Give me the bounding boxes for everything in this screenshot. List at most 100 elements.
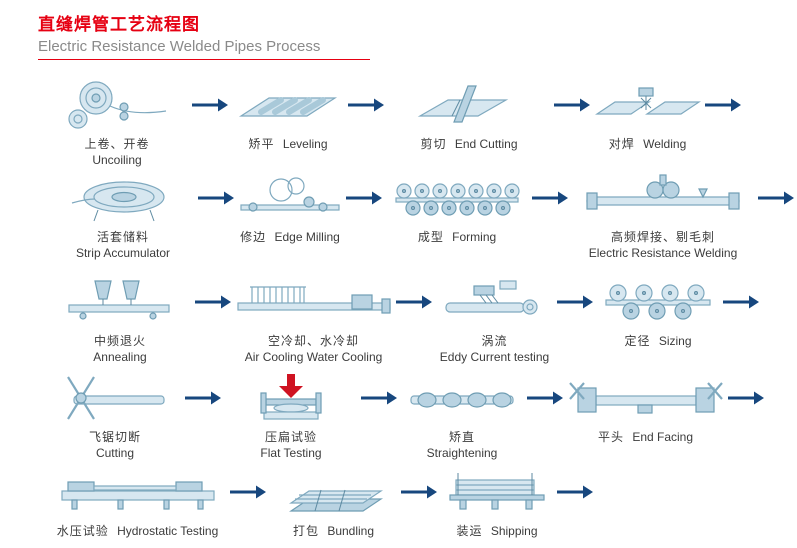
step-label: 矫直 Straightening: [427, 430, 498, 461]
step-end-cutting: 剪切 End Cutting: [384, 75, 554, 153]
step-annealing: 中频退火 Annealing: [45, 272, 195, 365]
flow-arrow-icon: [198, 191, 234, 210]
step-label-en: Shipping: [490, 524, 538, 538]
step-label-en: Flat Testing: [260, 445, 322, 460]
step-label-zh: 矫直: [448, 430, 475, 444]
eddy-current-testing-illustration: [440, 272, 550, 332]
forming-illustration: [392, 168, 522, 228]
flow-arrow-icon: [185, 391, 221, 410]
flat-testing-illustration: [236, 368, 346, 428]
flow-arrow-icon: [705, 98, 741, 117]
flow-row-2: 活套储料 Strip Accumulator 修边 Edge Mill: [48, 168, 794, 261]
flow-arrow-icon: [527, 391, 563, 410]
page-title: 直缝焊管工艺流程图: [38, 15, 200, 34]
flow-row-3: 中频退火 Annealing: [45, 272, 759, 365]
step-label-zh: 压扁试验: [264, 430, 317, 444]
page-subtitle: Electric Resistance Welded Pipes Process: [38, 38, 321, 55]
step-cutting: 飞锯切断 Cutting: [45, 368, 185, 461]
step-label-zh: 平头: [597, 430, 624, 444]
flow-row-5: 水压试验 Hydrostatic Testing 打包 Bundlin: [45, 462, 593, 540]
step-label-en: Edge Milling: [274, 230, 340, 244]
step-label: 涡流 Eddy Current testing: [440, 334, 549, 365]
shipping-illustration: [442, 462, 552, 522]
step-hydrostatic-testing: 水压试验 Hydrostatic Testing: [45, 462, 230, 540]
strip-accumulator-illustration: [68, 168, 178, 228]
step-cooling: 空冷却、水冷却 Air Cooling Water Cooling: [231, 272, 396, 365]
step-label-zh: 涡流: [481, 334, 508, 348]
step-label: 平头 End Facing: [598, 430, 693, 446]
air-water-cooling-illustration: [234, 272, 394, 332]
step-label-zh: 飞锯切断: [88, 430, 141, 444]
step-uncoiling: 上卷、开卷 Uncoiling: [42, 75, 192, 168]
step-label: 打包 Bundling: [293, 524, 374, 540]
step-label-en: Hydrostatic Testing: [117, 524, 219, 538]
hydrostatic-testing-illustration: [58, 462, 218, 522]
step-label-en: Welding: [643, 137, 687, 151]
flow-arrow-icon: [758, 191, 794, 210]
step-label-zh: 矫平: [248, 137, 275, 151]
flow-arrow-icon: [554, 98, 590, 117]
step-label: 成型 Forming: [418, 230, 496, 246]
step-label-zh: 装运: [456, 524, 483, 538]
flow-arrow-icon: [532, 191, 568, 210]
flow-row-1: 上卷、开卷 Uncoiling 矫平 Leveling: [42, 75, 741, 168]
step-label-zh: 修边: [240, 230, 267, 244]
step-label: 飞锯切断 Cutting: [89, 430, 141, 461]
straightening-illustration: [407, 368, 517, 428]
flow-arrow-icon: [195, 295, 231, 314]
step-label: 空冷却、水冷却 Air Cooling Water Cooling: [245, 334, 383, 365]
step-label-en: Air Cooling Water Cooling: [244, 349, 383, 364]
step-label: 剪切 End Cutting: [420, 137, 517, 153]
flow-arrow-icon: [396, 295, 432, 314]
step-erw-welding: 高频焊接、剔毛刺 Electric Resistance Welding: [568, 168, 758, 261]
flow-arrow-icon: [192, 98, 228, 117]
bundling-illustration: [279, 462, 389, 522]
step-label-en: End Cutting: [454, 137, 518, 151]
step-label-en: End Facing: [632, 430, 694, 444]
step-label-en: Sizing: [658, 334, 692, 348]
step-label-en: Electric Resistance Welding: [588, 245, 738, 260]
sizing-illustration: [598, 272, 718, 332]
step-label-zh: 对焊: [608, 137, 635, 151]
step-label-zh: 成型: [417, 230, 444, 244]
step-leveling: 矫平 Leveling: [228, 75, 348, 153]
electric-resistance-welding-illustration: [583, 168, 743, 228]
step-label-en: Uncoiling: [92, 152, 142, 167]
step-label-zh: 水压试验: [56, 524, 109, 538]
step-forming: 成型 Forming: [382, 168, 532, 246]
flying-saw-cutting-illustration: [60, 368, 170, 428]
step-bundling: 打包 Bundling: [266, 462, 401, 540]
step-label: 修边 Edge Milling: [240, 230, 340, 246]
flow-arrow-icon: [557, 485, 593, 504]
step-label: 高频焊接、剔毛刺 Electric Resistance Welding: [589, 230, 738, 261]
flow-arrow-icon: [557, 295, 593, 314]
step-label-zh: 剪切: [420, 137, 447, 151]
flow-arrow-icon: [728, 391, 764, 410]
step-label-zh: 活套储料: [96, 230, 149, 244]
step-label-en: Leveling: [282, 137, 328, 151]
step-label: 上卷、开卷 Uncoiling: [84, 137, 149, 168]
step-label-zh: 打包: [292, 524, 319, 538]
step-label: 定径 Sizing: [624, 334, 691, 350]
step-strip-accumulator: 活套储料 Strip Accumulator: [48, 168, 198, 261]
step-label-en: Straightening: [426, 445, 498, 460]
flow-arrow-icon: [346, 191, 382, 210]
step-label-zh: 高频焊接、剔毛刺: [610, 230, 715, 244]
end-cutting-illustration: [414, 75, 524, 135]
title-underline: [38, 59, 370, 60]
step-label-en: Forming: [452, 230, 497, 244]
step-label-zh: 定径: [624, 334, 651, 348]
step-flat-testing: 压扁试验 Flat Testing: [221, 368, 361, 461]
step-label: 装运 Shipping: [456, 524, 537, 540]
flow-arrow-icon: [348, 98, 384, 117]
flow-arrow-icon: [723, 295, 759, 314]
step-label: 矫平 Leveling: [248, 137, 327, 153]
end-facing-illustration: [566, 368, 726, 428]
flow-arrow-icon: [401, 485, 437, 504]
step-label-zh: 上卷、开卷: [84, 137, 150, 151]
step-label-en: Bundling: [327, 524, 375, 538]
step-label: 对焊 Welding: [609, 137, 687, 153]
page-header: 直缝焊管工艺流程图 Electric Resistance Welded Pip…: [38, 10, 370, 60]
step-end-facing: 平头 End Facing: [563, 368, 728, 446]
